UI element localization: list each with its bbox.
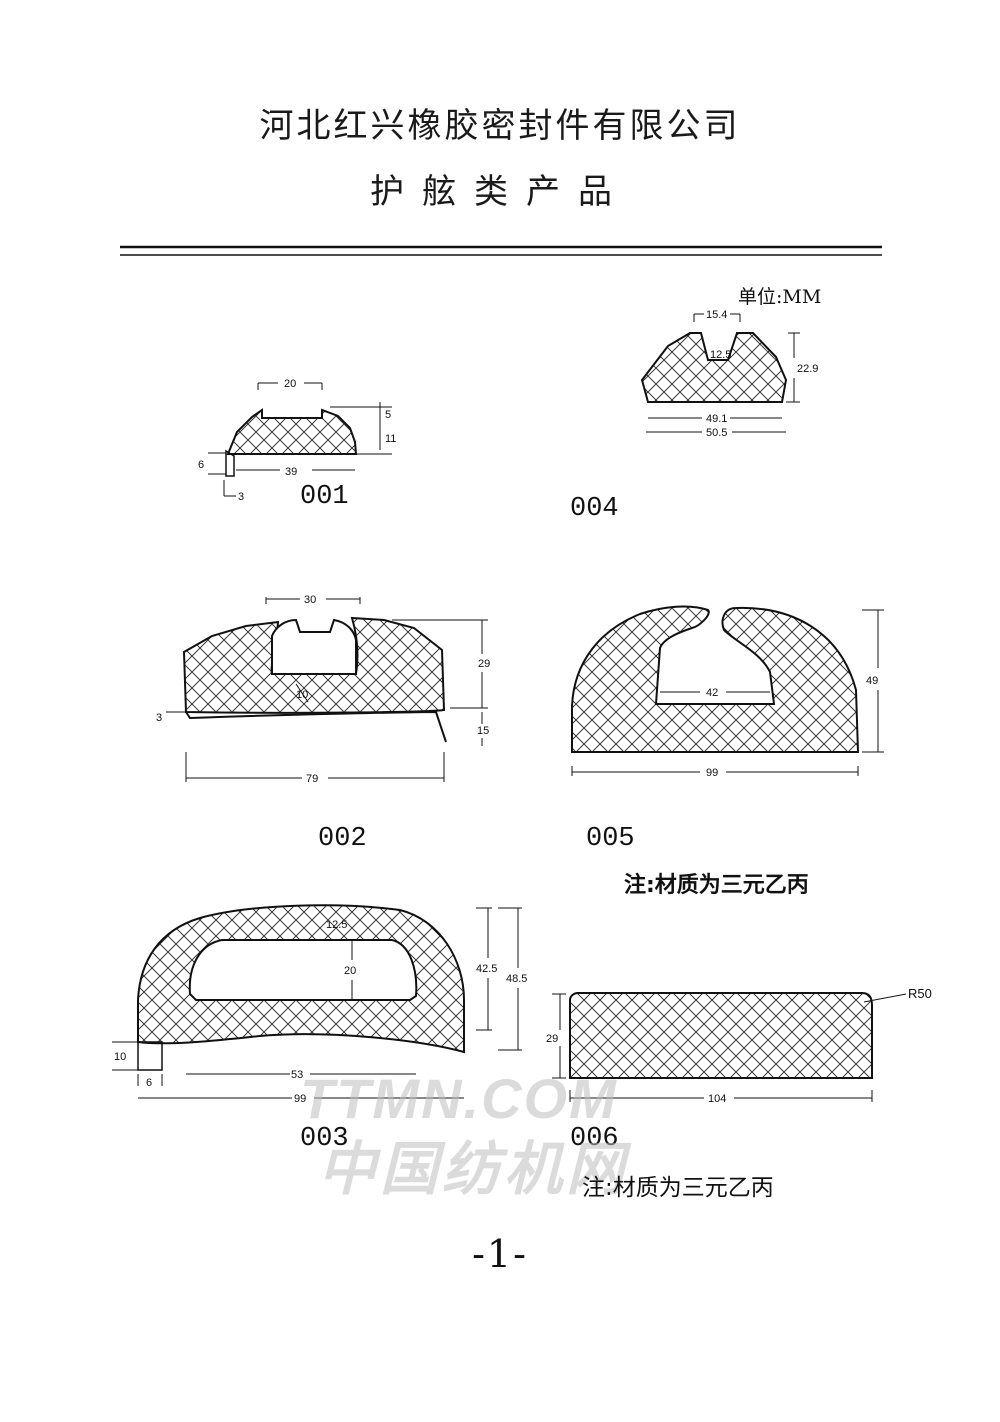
dim-006-width: 104 [708, 1093, 726, 1105]
dim-001-height: 11 [385, 433, 396, 445]
dim-004-height: 22.9 [797, 363, 818, 375]
dim-002-flange: 15 [477, 725, 489, 737]
profile-drawing-006: R50 29 104 [546, 986, 932, 1105]
product-code-002: 002 [318, 824, 367, 854]
dim-003-base-width: 53 [291, 1069, 303, 1081]
dim-002-height: 29 [478, 658, 490, 670]
product-code-006: 006 [570, 1124, 619, 1154]
product-code-005: 005 [586, 824, 635, 854]
profile-drawing-005: 42 49 99 [571, 605, 884, 779]
dim-001-width-top: 20 [284, 378, 296, 390]
dim-002-slot-width: 30 [304, 594, 316, 606]
dim-006-height: 29 [546, 1033, 558, 1045]
company-name: 河北红兴橡胶密封件有限公司 [259, 106, 741, 146]
header-double-rule [120, 245, 882, 256]
dim-003-width: 99 [294, 1093, 306, 1105]
dim-001-width-bottom: 39 [285, 466, 297, 478]
dim-006-radius: R50 [908, 986, 932, 1001]
dim-003-foot-height: 10 [114, 1051, 126, 1063]
dim-003-wall-top: 12.5 [326, 919, 347, 931]
page-number: -1- [472, 1232, 528, 1276]
dim-003-height-outer: 48.5 [506, 973, 527, 985]
profile-drawing-003: 12.5 20 42.5 48.5 10 6 53 99 [112, 904, 527, 1105]
dim-003-height-inner: 42.5 [476, 963, 497, 975]
dim-001-lip: 5 [385, 409, 391, 421]
watermark-text: TTMN.COM [300, 1067, 618, 1130]
material-note-bottom: 注:材质为三元乙丙 [582, 1175, 774, 1201]
dim-004-slot-width: 12.5 [710, 349, 731, 361]
product-category-title: 护舷类产品 [370, 172, 630, 212]
product-code-004: 004 [570, 494, 619, 524]
dim-005-slot-width: 42 [706, 687, 718, 699]
product-code-003: 003 [300, 1124, 349, 1154]
dim-003-void-height: 20 [344, 965, 356, 977]
profile-drawing-002: 30 29 10 3 15 79 [156, 594, 490, 785]
dim-001-base-height: 6 [198, 459, 204, 471]
unit-label: 单位:MM [738, 286, 822, 308]
product-code-001: 001 [300, 482, 349, 512]
profile-drawing-004: 15.4 12.5 22.9 49.1 50.5 [640, 309, 818, 439]
dim-002-lip: 3 [156, 712, 162, 724]
material-note: 注:材质为三元乙丙 [624, 873, 809, 898]
dim-004-inner-width: 49.1 [706, 413, 727, 425]
dim-003-foot-width: 6 [146, 1077, 152, 1089]
dim-005-width: 99 [706, 767, 718, 779]
dim-004-top-width: 15.4 [706, 309, 727, 321]
watermark-text-cn: 中国纺机网 [318, 1135, 629, 1203]
dim-001-lip-width: 3 [238, 491, 244, 503]
dim-002-width: 79 [306, 773, 318, 785]
dim-004-outer-width: 50.5 [706, 427, 727, 439]
dim-002-wall: 10 [296, 689, 308, 701]
profile-drawing-001: 20 5 11 6 39 3 [198, 378, 396, 503]
dim-005-height: 49 [866, 675, 878, 687]
